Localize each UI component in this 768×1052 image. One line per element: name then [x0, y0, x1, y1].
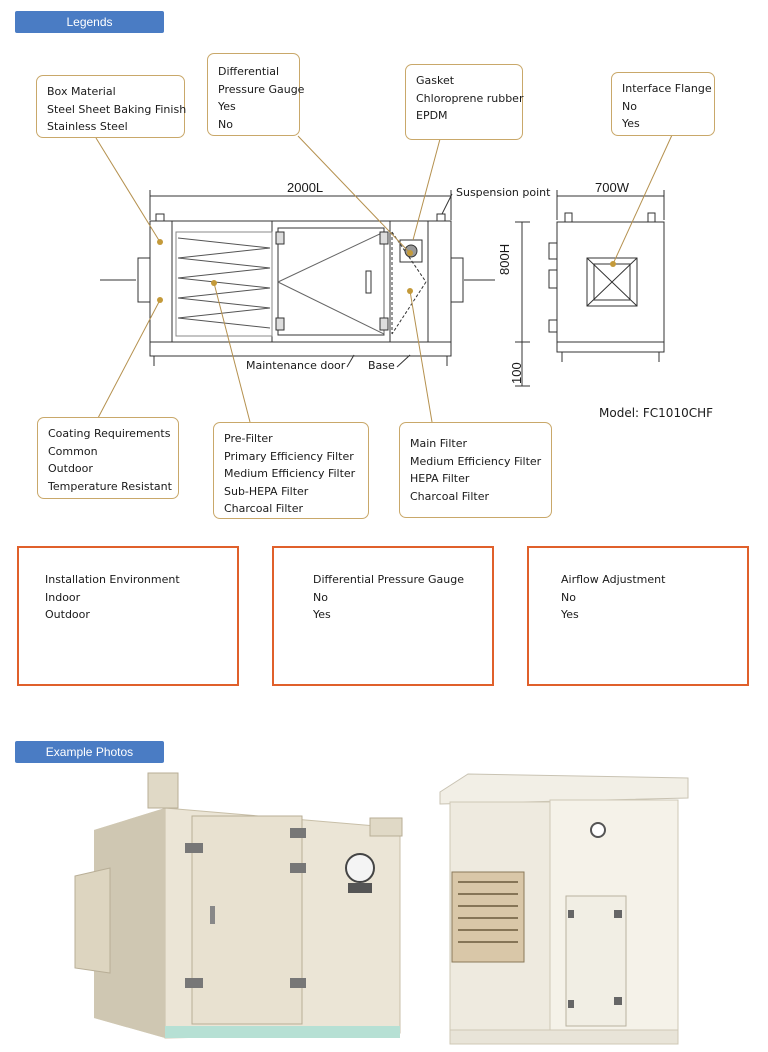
callout-line: Medium Efficiency Filter: [224, 467, 356, 480]
callout-line: Interface Flange: [622, 82, 712, 95]
callout-line: Yes: [622, 117, 640, 130]
airflow-adjustment-box: Airflow Adjustment No Yes: [527, 546, 749, 686]
option-line: Indoor: [45, 590, 81, 604]
interface-flange-callout: Interface Flange No Yes: [611, 72, 715, 136]
base-dimension: 100: [509, 362, 524, 384]
callout-line: Chloroprene rubber: [416, 91, 524, 105]
pre-filter-callout: Pre-Filter Primary Efficiency Filter Med…: [213, 422, 369, 519]
callout-line: Outdoor: [48, 462, 93, 475]
example-photo-horizontal-unit: [74, 772, 403, 1039]
diff-pressure-gauge-box: Differential Pressure Gauge No Yes: [272, 546, 494, 686]
callout-line: Medium Efficiency Filter: [410, 454, 542, 468]
option-line: Installation Environment: [45, 573, 180, 586]
option-line: Differential Pressure Gauge: [313, 573, 465, 586]
gasket-callout: Gasket Chloroprene rubber EPDM: [405, 64, 523, 140]
callout-line: Yes: [218, 100, 236, 113]
callout-line: Common: [48, 444, 98, 458]
length-dimension: 2000L: [287, 180, 324, 195]
callout-line: No: [622, 99, 637, 113]
example-photo-outdoor-cabinet: [439, 773, 689, 1045]
suspension-point-label: Suspension point: [456, 186, 551, 199]
callout-line: Primary Efficiency Filter: [224, 449, 354, 463]
callout-line: Sub-HEPA Filter: [224, 484, 309, 498]
callout-line: Stainless Steel: [47, 120, 128, 133]
option-line: No: [313, 590, 328, 604]
option-line: Yes: [313, 608, 331, 621]
callout-line: Differential: [218, 65, 280, 78]
model-label: Model: FC1010CHF: [599, 406, 714, 420]
callout-line: Pressure Gauge: [218, 82, 305, 96]
callout-line: Gasket: [416, 74, 455, 87]
installation-environment-box: Installation Environment Indoor Outdoor: [17, 546, 239, 686]
maintenance-door-label: Maintenance door: [246, 359, 346, 372]
callout-line: Temperature Resistant: [48, 479, 172, 493]
option-line: Airflow Adjustment: [561, 573, 666, 586]
base-label: Base: [368, 359, 395, 372]
callout-line: No: [218, 117, 233, 131]
callout-line: Coating Requirements: [48, 427, 171, 440]
main-filter-callout: Main Filter Medium Efficiency Filter HEP…: [399, 422, 552, 518]
coating-callout: Coating Requirements Common Outdoor Temp…: [37, 417, 179, 499]
callout-line: Box Material: [47, 85, 116, 98]
box-material-callout: Box Material Steel Sheet Baking Finish S…: [36, 75, 187, 138]
option-line: Yes: [561, 608, 579, 621]
example-photos-tab: Example Photos: [15, 741, 164, 763]
height-dimension: 800H: [497, 243, 512, 275]
legends-tab: Legends: [15, 11, 164, 33]
callout-line: Charcoal Filter: [224, 502, 303, 515]
callout-line: Main Filter: [410, 437, 467, 450]
width-dimension: 700W: [595, 180, 629, 195]
callout-line: EPDM: [416, 109, 448, 122]
option-line: Outdoor: [45, 608, 90, 621]
callout-line: Pre-Filter: [224, 432, 273, 445]
diff-pressure-gauge-callout: Differential Pressure Gauge Yes No: [207, 53, 305, 136]
option-line: No: [561, 590, 576, 604]
callout-line: Charcoal Filter: [410, 489, 489, 503]
callout-line: HEPA Filter: [410, 472, 470, 485]
callout-line: Steel Sheet Baking Finish: [47, 102, 187, 116]
